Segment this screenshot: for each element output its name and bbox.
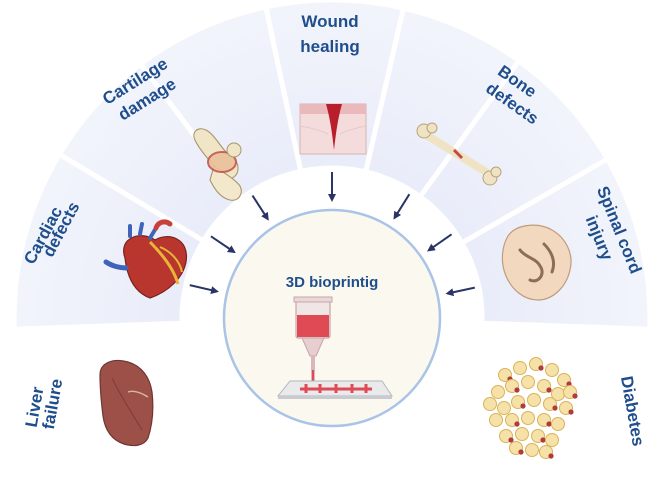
pancreatic-islets-icon [484, 358, 578, 459]
label-diabetes: Diabetes [617, 374, 648, 447]
islet-dot [520, 403, 525, 408]
islet-cell [514, 362, 527, 375]
label-wound-2: healing [300, 37, 360, 56]
islet-dot [514, 421, 519, 426]
islet-cell [526, 444, 539, 457]
islet-dot [546, 387, 551, 392]
islet-dot [568, 409, 573, 414]
center-title: 3D bioprintig [286, 274, 379, 291]
islet-cell [498, 402, 511, 415]
islet-dot [540, 437, 545, 442]
islet-cell [552, 418, 565, 431]
islet-dot [538, 365, 543, 370]
islet-dot [572, 393, 577, 398]
islet-cell [490, 414, 503, 427]
islet-cell [528, 394, 541, 407]
islet-cell [516, 428, 529, 441]
islet-cell [484, 398, 497, 411]
liver-icon [100, 361, 153, 446]
islet-dot [552, 405, 557, 410]
islet-dot [518, 449, 523, 454]
islet-cell [522, 376, 535, 389]
islet-dot [514, 387, 519, 392]
islet-cell [546, 434, 559, 447]
islet-dot [548, 453, 553, 458]
islet-dot [546, 421, 551, 426]
label-wound-1: Wound [301, 12, 358, 31]
skin-wound-icon [300, 104, 366, 154]
islet-cell [522, 412, 535, 425]
islet-cell [546, 364, 559, 377]
islet-cell [492, 386, 505, 399]
label-liver-2: failure [39, 377, 67, 431]
